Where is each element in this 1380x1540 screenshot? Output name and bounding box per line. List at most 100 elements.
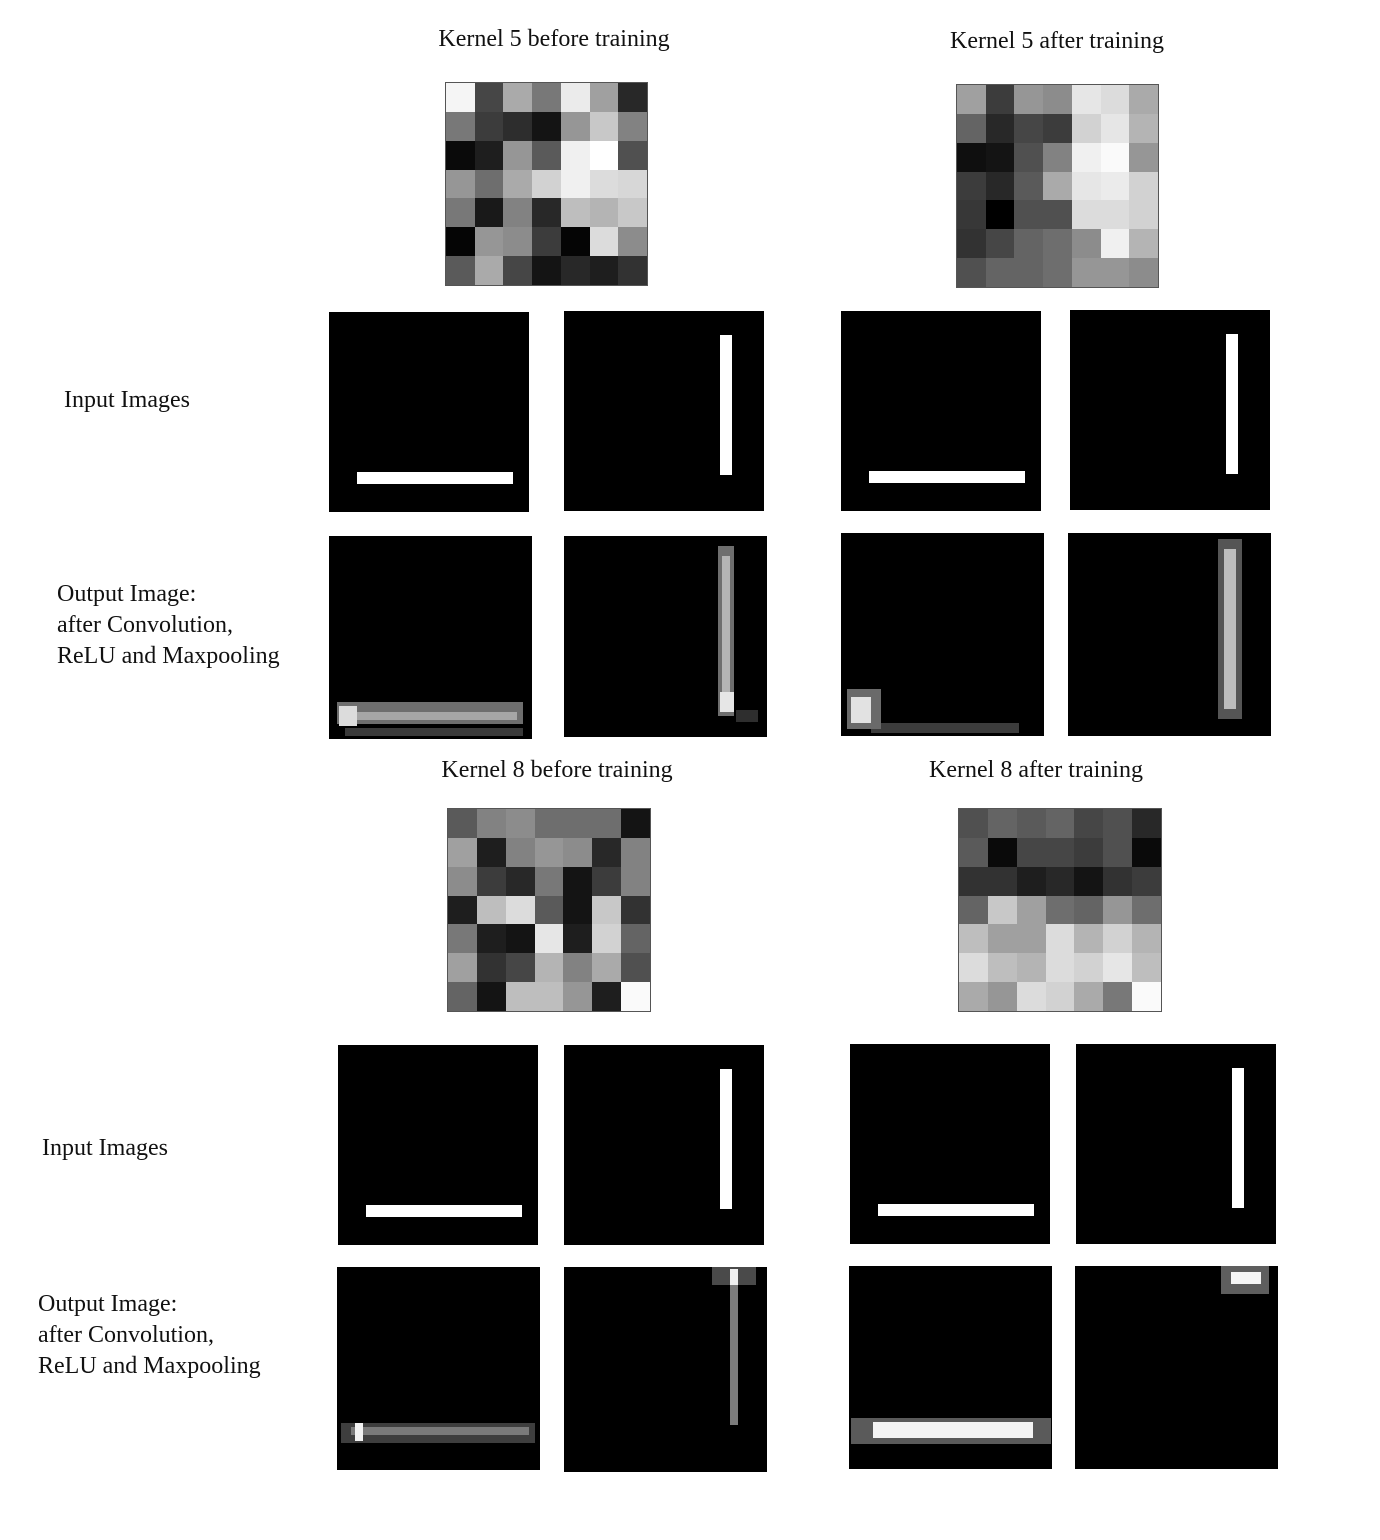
kernel-cell [987,982,1017,1011]
kernel-cell [1129,85,1158,114]
kernel-cell [618,111,647,141]
kernel-cell [987,837,1017,867]
kernel-cell [505,866,535,896]
kernel-cell [534,895,564,925]
kernel-cell [987,895,1017,925]
kernel-cell [621,809,650,838]
kernel-cell [985,113,1015,143]
kernel-cell [1045,953,1075,983]
kernel-cell [618,227,647,257]
kernel-cell [1132,953,1161,983]
kernel-cell [985,171,1015,201]
kernel-cell [592,982,622,1011]
kernel-cell [1074,866,1104,896]
kernel-cell [1016,895,1046,925]
kernel-cell [1074,953,1104,983]
kernel-cell [560,256,590,285]
input-horizontal-bar-k8-after [850,1044,1050,1244]
kernel-cell [1045,809,1075,838]
input-vertical-bar-k5-after [1070,310,1270,510]
kernel-cell [474,169,504,199]
kernel-cell [618,83,647,112]
kernel5-before-grid [445,82,648,286]
kernel-cell [563,809,593,838]
kernel-cell [592,953,622,983]
output-horizontal-k5-before [329,536,532,739]
kernel-cell [1100,113,1130,143]
kernel-cell [563,866,593,896]
input-horizontal-bar-k8-before [338,1045,538,1245]
kernel-cell [1132,924,1161,954]
kernel-cell [448,953,477,983]
kernel-cell [532,140,561,170]
kernel-cell [1129,258,1158,287]
kernel-cell [959,866,988,896]
kernel-cell [589,169,619,199]
kernel-cell [1071,113,1101,143]
kernel-cell [474,140,504,170]
kernel-cell [560,227,590,257]
kernel-cell [987,866,1017,896]
vertical-bar [1232,1068,1244,1208]
activation-line [730,1269,738,1425]
kernel-cell [476,895,506,925]
kernel-cell [560,169,590,199]
kernel-cell [476,837,506,867]
kernel-cell [957,85,986,114]
output-horizontal-k5-after [841,533,1044,736]
kernel-cell [448,866,477,896]
kernel8-before-grid [447,808,651,1012]
kernel-cell [1043,258,1072,287]
kernel-cell [987,953,1017,983]
activation-peak [1231,1272,1261,1284]
kernel-cell [1071,200,1101,230]
kernel-cell [1014,113,1044,143]
kernel-cell [957,113,986,143]
kernel-cell [503,169,533,199]
kernel-cell [448,837,477,867]
output-vertical-k5-after [1068,533,1271,736]
kernel-cell [1045,895,1075,925]
kernel-cell [1129,200,1158,230]
kernel-cell [1100,258,1130,287]
kernel-cell [1103,982,1133,1011]
input-vertical-bar-k8-after [1076,1044,1276,1244]
kernel-cell [1071,229,1101,259]
kernel-cell [589,111,619,141]
kernel-cell [1014,229,1044,259]
input-vertical-bar-k8-before [564,1045,764,1245]
activation-line [351,1427,529,1435]
kernel-cell [560,140,590,170]
kernel-cell [560,111,590,141]
kernel-cell [589,227,619,257]
kernel-cell [621,982,650,1011]
activation-peak [851,697,871,723]
kernel-cell [503,256,533,285]
kernel-cell [1129,113,1158,143]
kernel-cell [1100,200,1130,230]
kernel-cell [985,229,1015,259]
kernel-cell [959,953,988,983]
kernel-cell [1071,171,1101,201]
kernel-cell [563,982,593,1011]
output-horizontal-k8-before [337,1267,540,1470]
activation-lower-band [345,728,523,736]
kernel-cell [474,198,504,228]
kernel-cell [532,256,561,285]
kernel-cell [1014,85,1044,114]
kernel-cell [957,142,986,172]
kernel-cell [621,924,650,954]
kernel-cell [476,953,506,983]
kernel-cell [985,200,1015,230]
kernel-cell [1043,171,1072,201]
kernel-cell [959,924,988,954]
kernel-cell [1043,85,1072,114]
kernel-cell [503,227,533,257]
kernel-cell [1103,924,1133,954]
kernel-cell [1043,142,1072,172]
input-images-label-1: Input Images [64,387,190,413]
kernel-cell [563,924,593,954]
kernel-cell [1103,837,1133,867]
kernel-cell [1016,924,1046,954]
kernel-cell [589,256,619,285]
